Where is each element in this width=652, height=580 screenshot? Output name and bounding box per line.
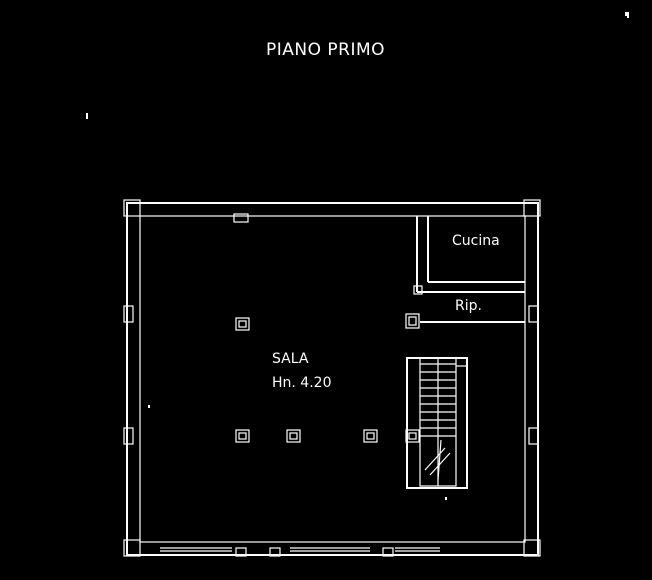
wall-mark — [148, 405, 150, 408]
room-label-rip: Rip. — [455, 298, 482, 314]
pilasters — [123, 213, 539, 557]
plan-title: PIANO PRIMO — [266, 40, 385, 60]
columns — [235, 313, 420, 443]
room-height-sala: Hn. 4.20 — [272, 375, 331, 391]
bottom-windows — [160, 547, 440, 552]
room-label-sala: SALA — [272, 351, 309, 367]
outer-walls — [123, 199, 541, 557]
corner-mark — [625, 12, 629, 18]
left-mark — [86, 113, 88, 119]
staircase — [406, 357, 468, 489]
interior-partitions — [413, 216, 525, 323]
room-label-cucina: Cucina — [452, 233, 500, 249]
stair-mark — [445, 497, 447, 500]
